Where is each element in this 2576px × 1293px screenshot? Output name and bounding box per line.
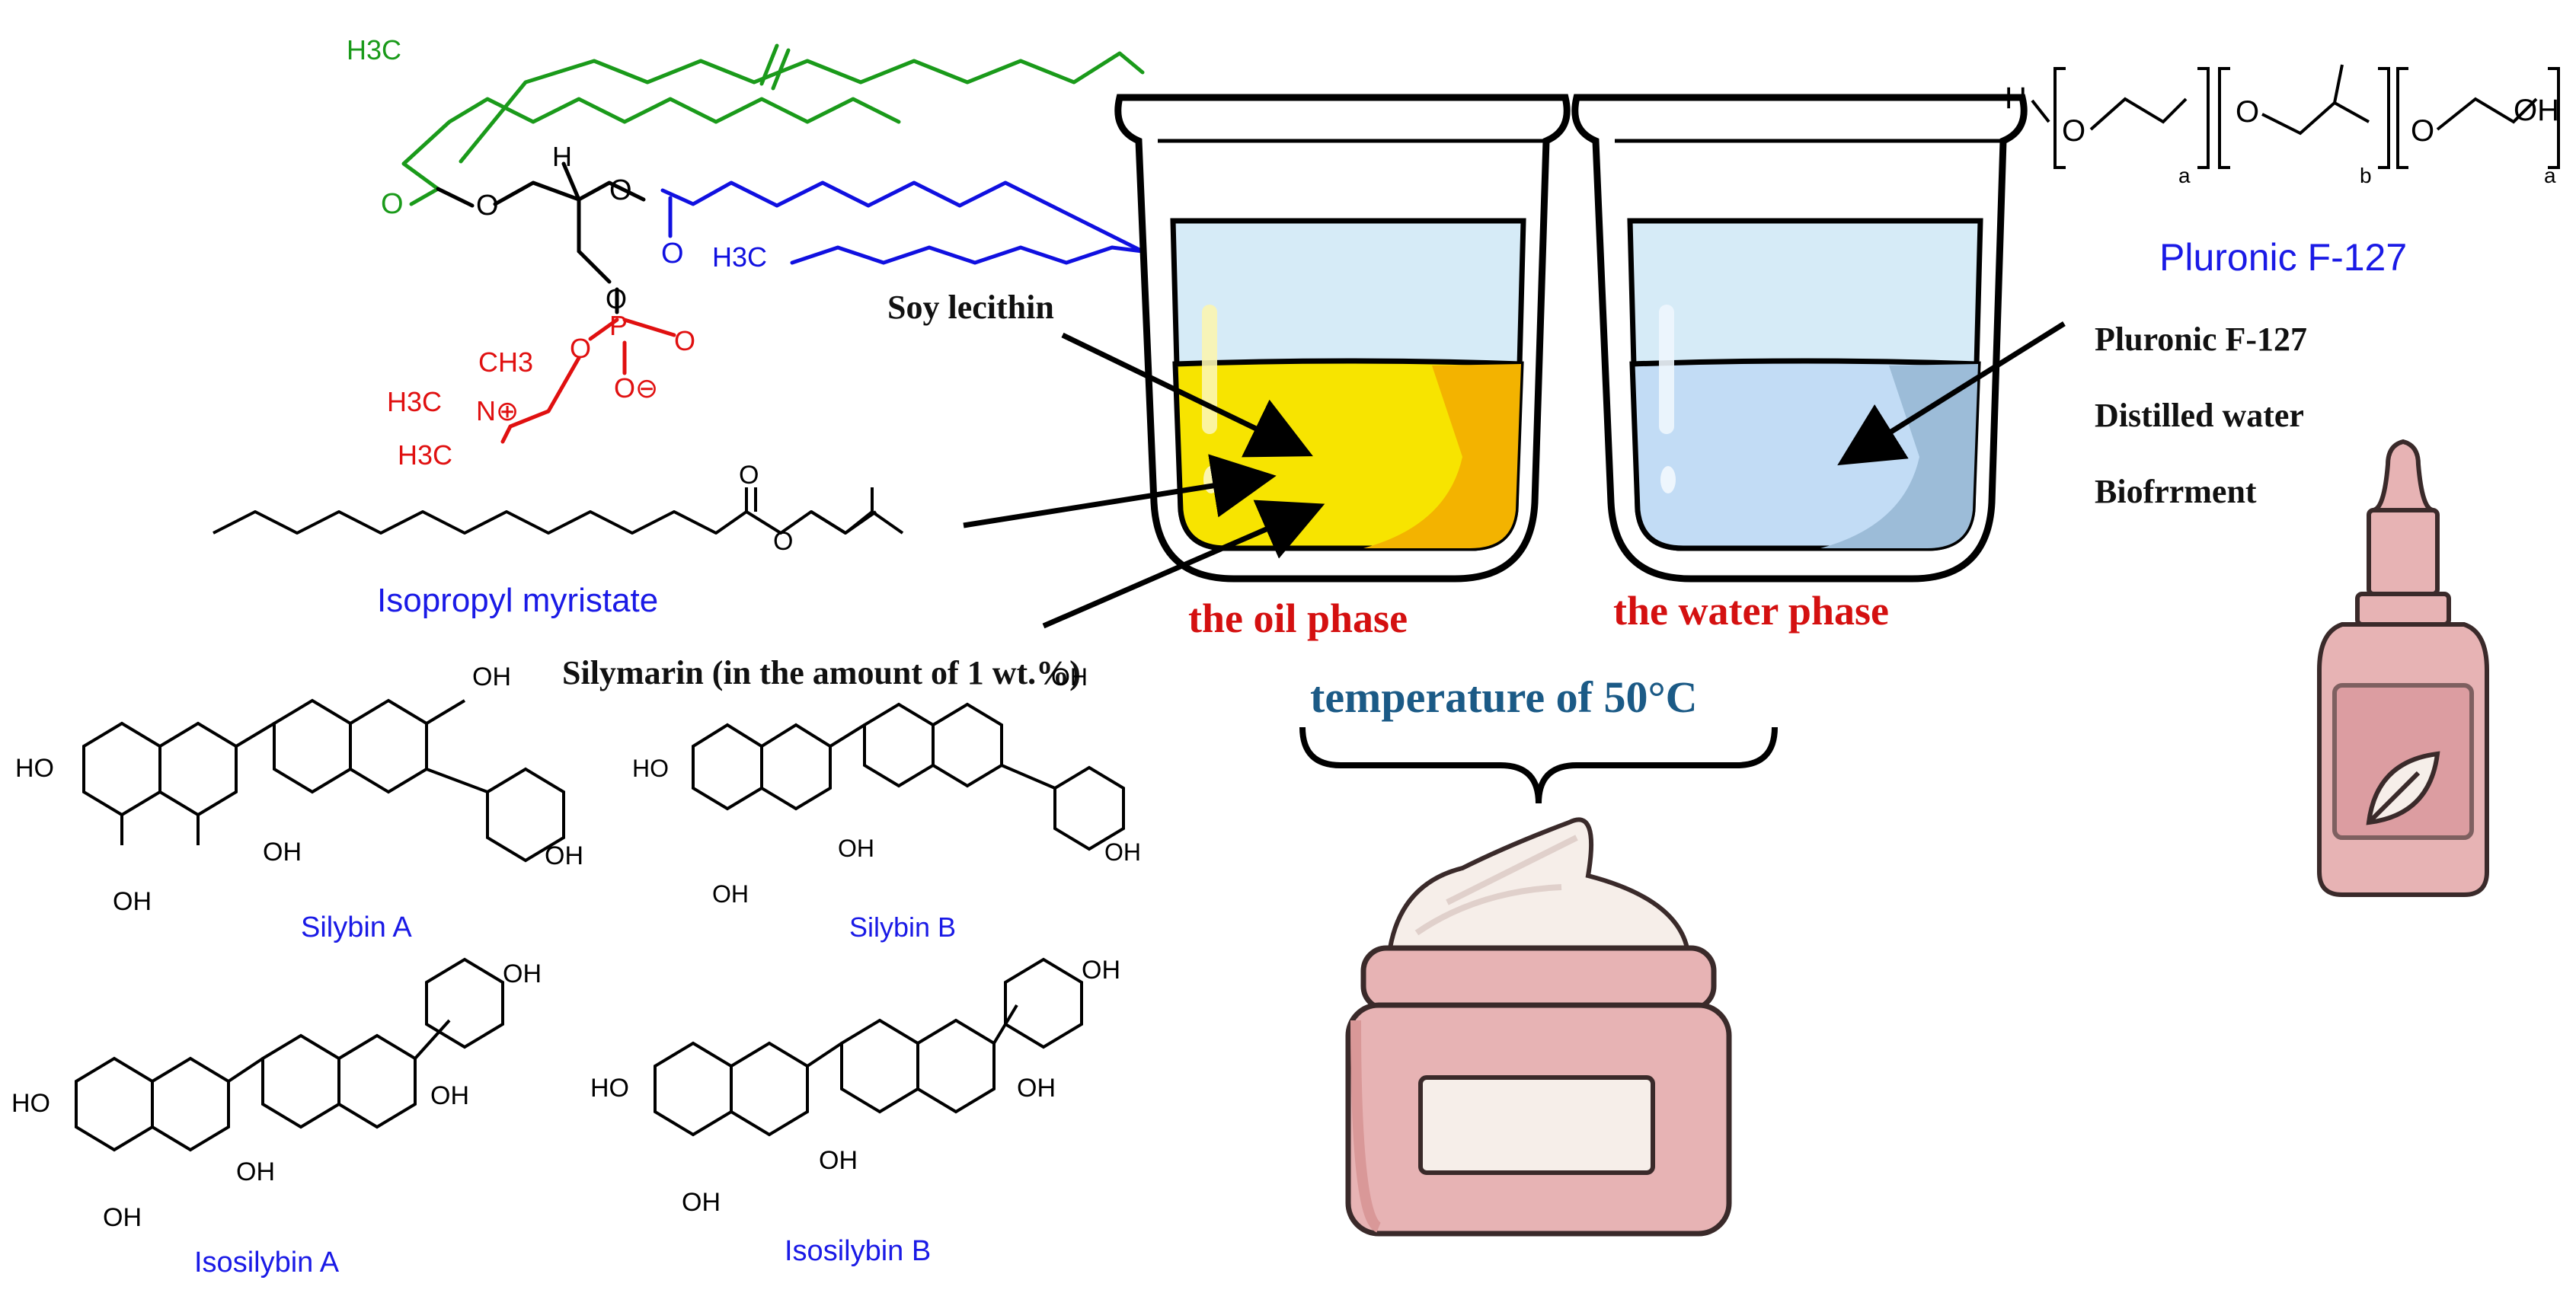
lecithin-p: P [609,310,628,341]
palmitoyl-chain-lower [790,245,1145,265]
phos-bond [622,318,676,337]
cream-jar-icon [1345,817,1732,1237]
choline-chain [500,356,581,444]
label-isopropyl-myristate: Isopropyl myristate [377,582,658,619]
lecithin-carbonyl-o-blue: O [661,238,684,270]
label-silybin-a: Silybin A [301,911,412,943]
silybin-b-oh-bottom: OH [712,880,749,908]
isosilybin-b-oh-bottom: OH [682,1188,721,1217]
isosilybin-b-oh-top: OH [1082,956,1120,985]
water-ingredient-1: Pluronic F-127 [2095,321,2307,358]
silybin-a-oh-right: OH [545,841,583,870]
label-silybin-b: Silybin B [849,911,956,943]
pluronic-sub-b: b [2360,164,2372,187]
label-water-phase: the water phase [1613,588,1889,634]
oil-beaker [1114,94,1571,583]
silybin-a-oh-top: OH [472,662,511,691]
silybin-a-oh-bottom: OH [113,887,152,916]
lecithin-h: H [552,141,572,172]
lecithin-o-minus: O⊖ [614,372,658,404]
isosilybin-b-structure [654,957,1083,1137]
pluronic-o2: O [2236,95,2259,129]
silybin-b-oh-top: OH [1051,663,1088,691]
lecithin-ch3: CH3 [478,346,533,378]
arrow-isopropyl-myristate [963,454,1277,528]
pluronic-oh: OH [2514,94,2559,127]
silybin-b-oh: OH [838,835,874,862]
isosilybin-a-oh: OH [236,1157,275,1186]
label-isosilybin-a: Isosilybin A [194,1247,340,1279]
dropper-bottle-icon [2317,439,2489,897]
ester-bond-green [409,187,440,206]
lecithin-ester-o: O [476,190,499,222]
pluronic-structure [2031,64,2560,169]
pluronic-sub-a2: a [2544,164,2556,187]
silybin-b-ho: HO [632,755,669,782]
pluronic-sub-a1: a [2178,164,2191,187]
oleoyl-chain-lower [401,97,901,191]
arrow-water-ingredients [1837,321,2066,466]
pluronic-o1: O [2062,114,2085,148]
lecithin-h3c-n-2: H3C [398,439,452,471]
lecithin-p-o-2: O [570,333,591,364]
isosilybin-a-ho: HO [11,1089,50,1118]
isopropyl-myristate-structure [213,487,904,535]
oleoyl-chain [459,51,1145,164]
silybin-a-oh: OH [263,838,302,867]
label-oil-phase: the oil phase [1188,595,1408,641]
glycerol-h [561,161,581,202]
silybin-b-structure [692,702,1125,851]
myristate-carbonyl-o: O [739,461,759,490]
lecithin-h3c-top: H3C [347,34,401,65]
water-beaker [1571,94,2028,583]
myristate-ester-o: O [773,527,793,556]
glycerol-down-2 [577,249,612,284]
isosilybin-b-oh-side: OH [1017,1074,1056,1103]
silybin-a-ho: HO [15,754,54,783]
lecithin-carbonyl-o-green: O [381,188,404,220]
arrow-silymarin [1042,500,1325,629]
lecithin-atoms: H3C O O H O O H3C O P O O O⊖ CH3 H3C N⊕ … [347,34,767,471]
isosilybin-a-structure [75,957,504,1152]
isosilybin-a-oh-bottom: OH [103,1203,142,1232]
palmitoyl-chain [660,180,1145,254]
cis-bond-2 [771,48,791,91]
curly-brace [1299,726,1778,804]
cis-bond [759,43,779,86]
water-ingredient-2: Distilled water [2095,397,2304,434]
isosilybin-b-oh: OH [819,1146,858,1175]
arrow-soy-lecithin [1061,332,1313,458]
lecithin-structure [401,43,1145,444]
water-ingredient-3: Biofrrment [2095,473,2257,510]
label-pluronic-title: Pluronic F-127 [2159,236,2407,279]
lecithin-ester-o-2: O [609,174,632,206]
label-isosilybin-b: Isosilybin B [785,1235,931,1267]
isosilybin-a-oh-side: OH [430,1081,469,1110]
silybin-b-oh-right: OH [1104,838,1141,866]
ester-link [436,187,475,208]
pluronic-h: H [2005,81,2027,115]
label-temperature: temperature of 50°C [1310,672,1698,722]
label-soy-lecithin: Soy lecithin [887,289,1054,326]
isosilybin-b-ho: HO [590,1074,629,1103]
label-silymarin: Silymarin (in the amount of 1 wt.%) [562,654,1081,691]
silybin-a-structure [82,698,565,863]
arrows [963,321,2066,629]
lecithin-n-plus: N⊕ [476,395,519,426]
phos-bond-2 [588,318,619,341]
lecithin-phos-o: O [606,283,627,314]
lecithin-p-o: O [674,325,695,356]
pluronic-o3: O [2411,114,2434,148]
lecithin-h3c-n: H3C [387,386,442,417]
lecithin-h3c-blue: H3C [712,241,767,273]
isosilybin-a-oh-top: OH [503,959,542,988]
